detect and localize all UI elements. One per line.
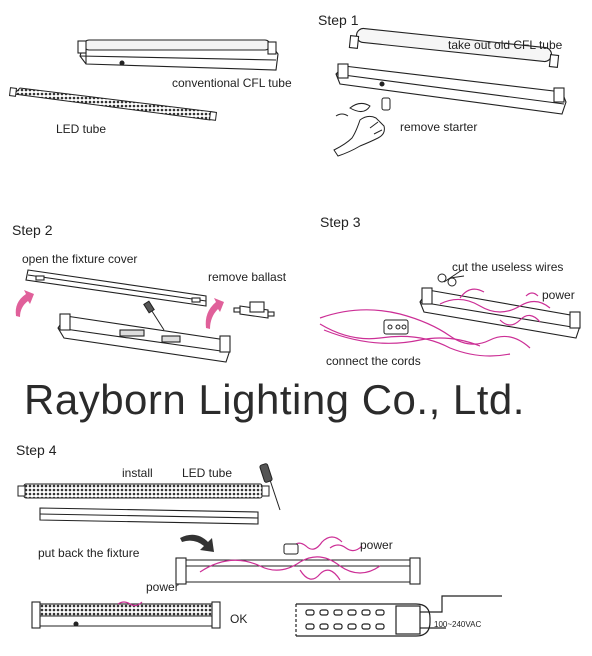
led-tube-label: LED tube <box>56 122 107 136</box>
step3-wires <box>319 288 551 357</box>
ok-label: OK <box>230 612 248 626</box>
company-watermark: Rayborn Lighting Co., Ltd. <box>24 376 525 423</box>
take-out-cfl-label: take out old CFL tube <box>448 38 563 52</box>
led-tube-intro <box>8 87 218 121</box>
conventional-cfl-tube-label: conventional CFL tube <box>172 76 292 90</box>
voltage-label: 100~240VAC <box>434 620 482 629</box>
step2-fixture <box>57 313 231 363</box>
step4-fixture <box>175 557 421 585</box>
step2-heading: Step 2 <box>12 222 53 238</box>
step3-heading: Step 3 <box>320 214 361 230</box>
step2-ballast <box>233 301 275 319</box>
step1-fixture <box>335 63 567 115</box>
step2-cover <box>25 269 207 307</box>
put-back-fixture-label: put back the fixture <box>38 546 140 560</box>
conventional-cfl-fixture <box>77 39 279 71</box>
step4-cover <box>39 507 259 525</box>
step3-scissors <box>437 269 465 287</box>
step4-wires <box>199 536 381 581</box>
cut-wires-label: cut the useless wires <box>452 260 564 274</box>
step4-led-tube <box>17 483 270 499</box>
led-tube-step4-label: LED tube <box>182 466 233 480</box>
step4-screwdriver <box>259 463 281 511</box>
remove-starter-label: remove starter <box>400 120 478 134</box>
connect-cords-label: connect the cords <box>326 354 421 368</box>
step1-heading: Step 1 <box>318 12 359 28</box>
step4-power-wire <box>117 601 143 607</box>
remove-ballast-label: remove ballast <box>208 270 287 284</box>
step4-installed-fixture <box>31 601 221 629</box>
step3-connector <box>383 319 409 335</box>
step1-cfl-tube <box>348 27 560 68</box>
power-label-step4-bottom: power <box>146 580 179 594</box>
step4-led-closeup <box>295 595 502 637</box>
step4-socket <box>283 543 299 555</box>
step2-arrows <box>15 290 224 329</box>
open-fixture-cover-label: open the fixture cover <box>22 252 138 266</box>
step3-fixture <box>419 287 581 339</box>
step4-arrow <box>180 534 214 552</box>
power-label-step4-top: power <box>360 538 393 552</box>
install-label: install <box>122 466 153 480</box>
step4-heading: Step 4 <box>16 442 57 458</box>
step2-screwdriver <box>143 300 165 331</box>
power-label-step3: power <box>542 288 575 302</box>
step1-starter-and-hand <box>333 97 391 157</box>
